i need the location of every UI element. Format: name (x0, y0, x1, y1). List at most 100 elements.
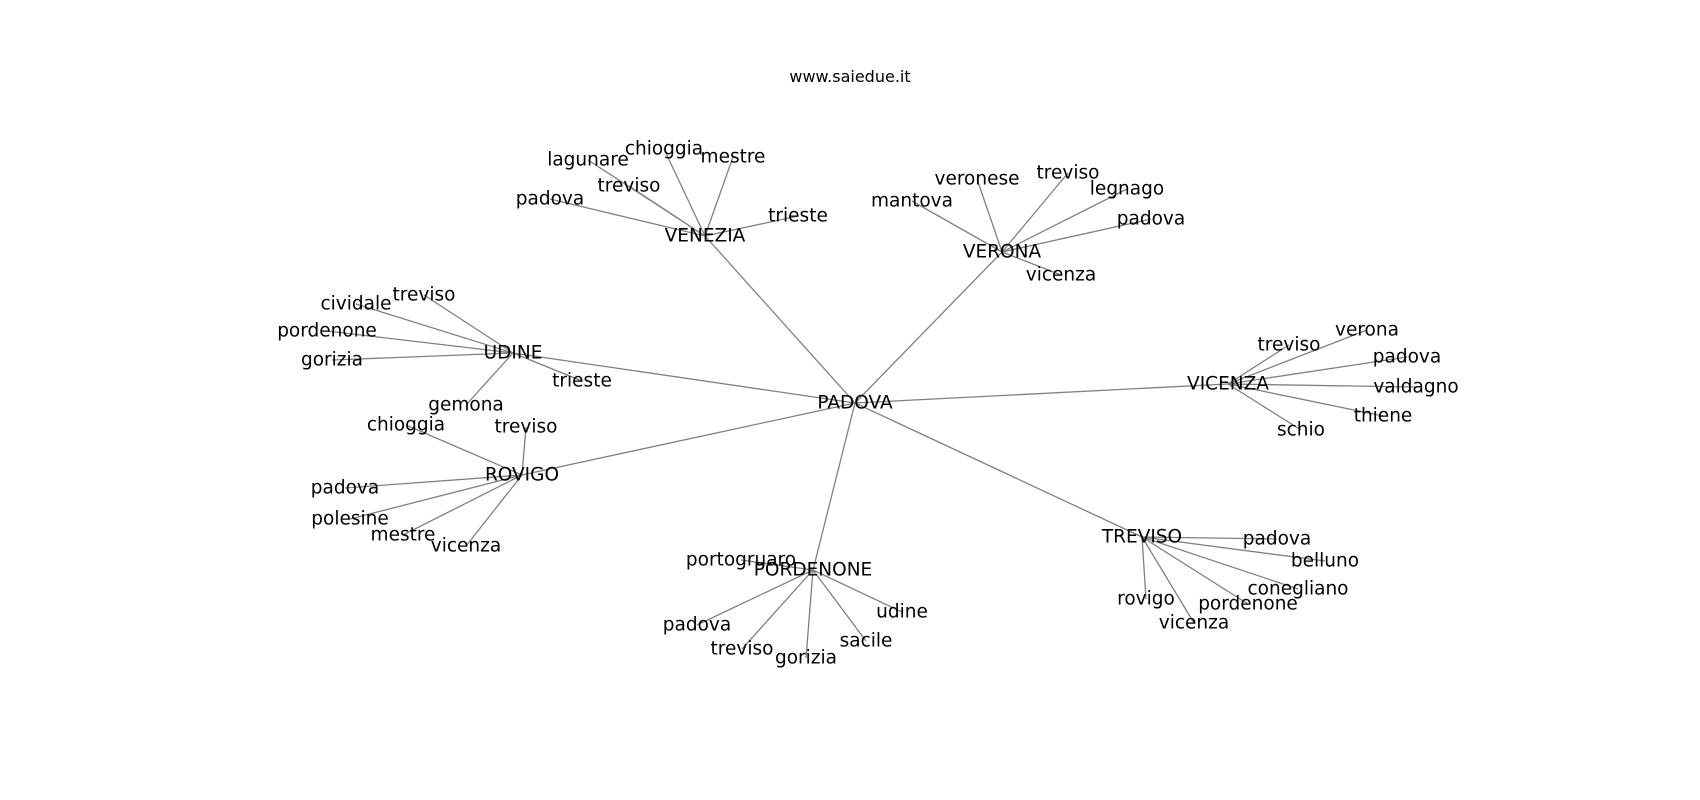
edge-padova-venezia (704, 235, 856, 404)
edge-vicenza-verona (1227, 329, 1368, 385)
node-hub-venezia: VENEZIA (665, 226, 746, 247)
node-hub-pordenone: PORDENONE (754, 560, 872, 581)
edge-venezia-treviso (628, 185, 706, 237)
edge-vicenza-thiene (1227, 383, 1384, 417)
edge-treviso-belluno (1141, 536, 1326, 562)
edge-udine-gorizia (331, 352, 514, 361)
node-leaf-pordenone-udine: udine (876, 602, 928, 623)
diagram-title: www.saiedue.it (789, 67, 910, 86)
edge-rovigo-padova (344, 474, 523, 489)
edge-rovigo-mestre (402, 474, 523, 536)
node-leaf-udine-treviso: treviso (393, 285, 456, 306)
node-leaf-udine-gemona: gemona (428, 395, 504, 416)
edge-vicenza-padova (1227, 356, 1408, 385)
node-hub-verona: VERONA (963, 242, 1042, 263)
edge-rovigo-vicenza (465, 474, 523, 547)
edge-pordenone-portogruaro (740, 559, 814, 571)
node-leaf-venezia-trieste: trieste (768, 206, 828, 227)
node-hub-vicenza: VICENZA (1187, 374, 1269, 395)
edge-pordenone-sacile (812, 569, 867, 642)
node-leaf-vicenza-treviso: treviso (1258, 335, 1321, 356)
node-leaf-vicenza-thiene: thiene (1354, 406, 1413, 427)
node-leaf-udine-gorizia: gorizia (301, 350, 363, 371)
edge-verona-mantova (911, 200, 1003, 253)
edge-verona-vicenza (1001, 251, 1062, 276)
node-leaf-treviso-rovigo: rovigo (1117, 589, 1175, 610)
edge-pordenone-treviso (741, 569, 814, 650)
node-leaf-venezia-mestre: mestre (701, 147, 766, 168)
edge-venezia-trieste (704, 215, 799, 237)
node-leaf-udine-trieste: trieste (552, 371, 612, 392)
edge-pordenone-udine (812, 569, 903, 613)
node-leaf-pordenone-sacile: sacile (840, 631, 893, 652)
edge-treviso-conegliano (1141, 536, 1299, 590)
node-leaf-treviso-pordenone: pordenone (1198, 594, 1298, 615)
edge-verona-veronese (976, 178, 1003, 253)
node-leaf-verona-treviso: treviso (1037, 163, 1100, 184)
edge-padova-pordenone (812, 402, 856, 571)
edge-rovigo-treviso (521, 426, 527, 476)
node-leaf-pordenone-portogruaro: portogruaro (686, 550, 796, 571)
edge-venezia-chioggia (663, 148, 706, 237)
node-hub-rovigo: ROVIGO (485, 465, 559, 486)
node-leaf-rovigo-treviso: treviso (495, 417, 558, 438)
node-hub-treviso: TREVISO (1101, 527, 1182, 548)
edge-udine-trieste (512, 352, 583, 382)
node-leaf-pordenone-gorizia: gorizia (775, 648, 837, 669)
node-leaf-venezia-chioggia: chioggia (625, 139, 703, 160)
edge-udine-cividale (355, 303, 514, 354)
node-leaf-verona-legnago: legnago (1090, 179, 1164, 200)
edge-padova-verona (854, 251, 1003, 404)
edge-treviso-vicenza (1141, 536, 1195, 624)
node-leaf-vicenza-padova: padova (1373, 347, 1441, 368)
node-leaf-treviso-conegliano: conegliano (1247, 579, 1348, 600)
edge-vicenza-valdagno (1227, 383, 1417, 388)
node-leaf-rovigo-mestre: mestre (371, 525, 436, 546)
edge-padova-treviso (854, 402, 1143, 538)
edge-padova-rovigo (521, 402, 856, 476)
edge-verona-treviso (1001, 172, 1069, 253)
node-leaf-rovigo-polesine: polesine (311, 509, 388, 530)
node-leaf-venezia-treviso: treviso (598, 176, 661, 197)
edges-layer (326, 148, 1417, 659)
edge-venezia-mestre (704, 156, 734, 237)
node-leaf-venezia-padova: padova (516, 189, 584, 210)
labels-layer: PADOVAVENEZIApadovalagunarechioggiamestr… (277, 139, 1458, 669)
edge-udine-gemona (465, 352, 514, 406)
node-leaf-vicenza-schio: schio (1277, 420, 1325, 441)
edge-rovigo-chioggia (405, 424, 523, 476)
node-leaf-treviso-belluno: belluno (1291, 551, 1359, 572)
node-leaf-verona-mantova: mantova (871, 191, 953, 212)
node-leaf-verona-veronese: veronese (935, 169, 1020, 190)
edge-treviso-rovigo (1141, 536, 1147, 600)
edge-rovigo-polesine (349, 474, 523, 520)
node-leaf-udine-pordenone: pordenone (277, 321, 377, 342)
node-leaf-rovigo-vicenza: vicenza (431, 536, 501, 557)
node-leaf-treviso-vicenza: vicenza (1159, 613, 1229, 634)
node-leaf-pordenone-padova: padova (663, 615, 731, 636)
node-leaf-venezia-lagunare: lagunare (547, 150, 629, 171)
node-leaf-pordenone-treviso: treviso (711, 639, 774, 660)
edge-vicenza-schio (1227, 383, 1302, 431)
node-leaf-verona-vicenza: vicenza (1026, 265, 1096, 286)
node-hub-udine: UDINE (484, 343, 543, 364)
node-leaf-vicenza-valdagno: valdagno (1373, 377, 1458, 398)
node-leaf-udine-cividale: cividale (320, 294, 391, 315)
node-root-padova: PADOVA (817, 393, 893, 414)
node-leaf-rovigo-padova: padova (311, 478, 379, 499)
edge-verona-legnago (1001, 188, 1128, 253)
edge-padova-vicenza (854, 383, 1229, 404)
edge-padova-udine (512, 352, 856, 404)
node-leaf-treviso-padova: padova (1243, 529, 1311, 550)
node-leaf-vicenza-verona: verona (1335, 320, 1399, 341)
edge-venezia-padova (549, 198, 706, 237)
edge-udine-treviso (423, 294, 514, 354)
edge-treviso-padova (1141, 536, 1278, 540)
edge-vicenza-treviso (1227, 344, 1290, 385)
node-leaf-verona-padova: padova (1117, 209, 1185, 230)
node-leaf-rovigo-chioggia: chioggia (367, 415, 445, 436)
edge-treviso-pordenone (1141, 536, 1249, 605)
edge-pordenone-gorizia (805, 569, 814, 659)
edge-pordenone-padova (696, 569, 814, 626)
